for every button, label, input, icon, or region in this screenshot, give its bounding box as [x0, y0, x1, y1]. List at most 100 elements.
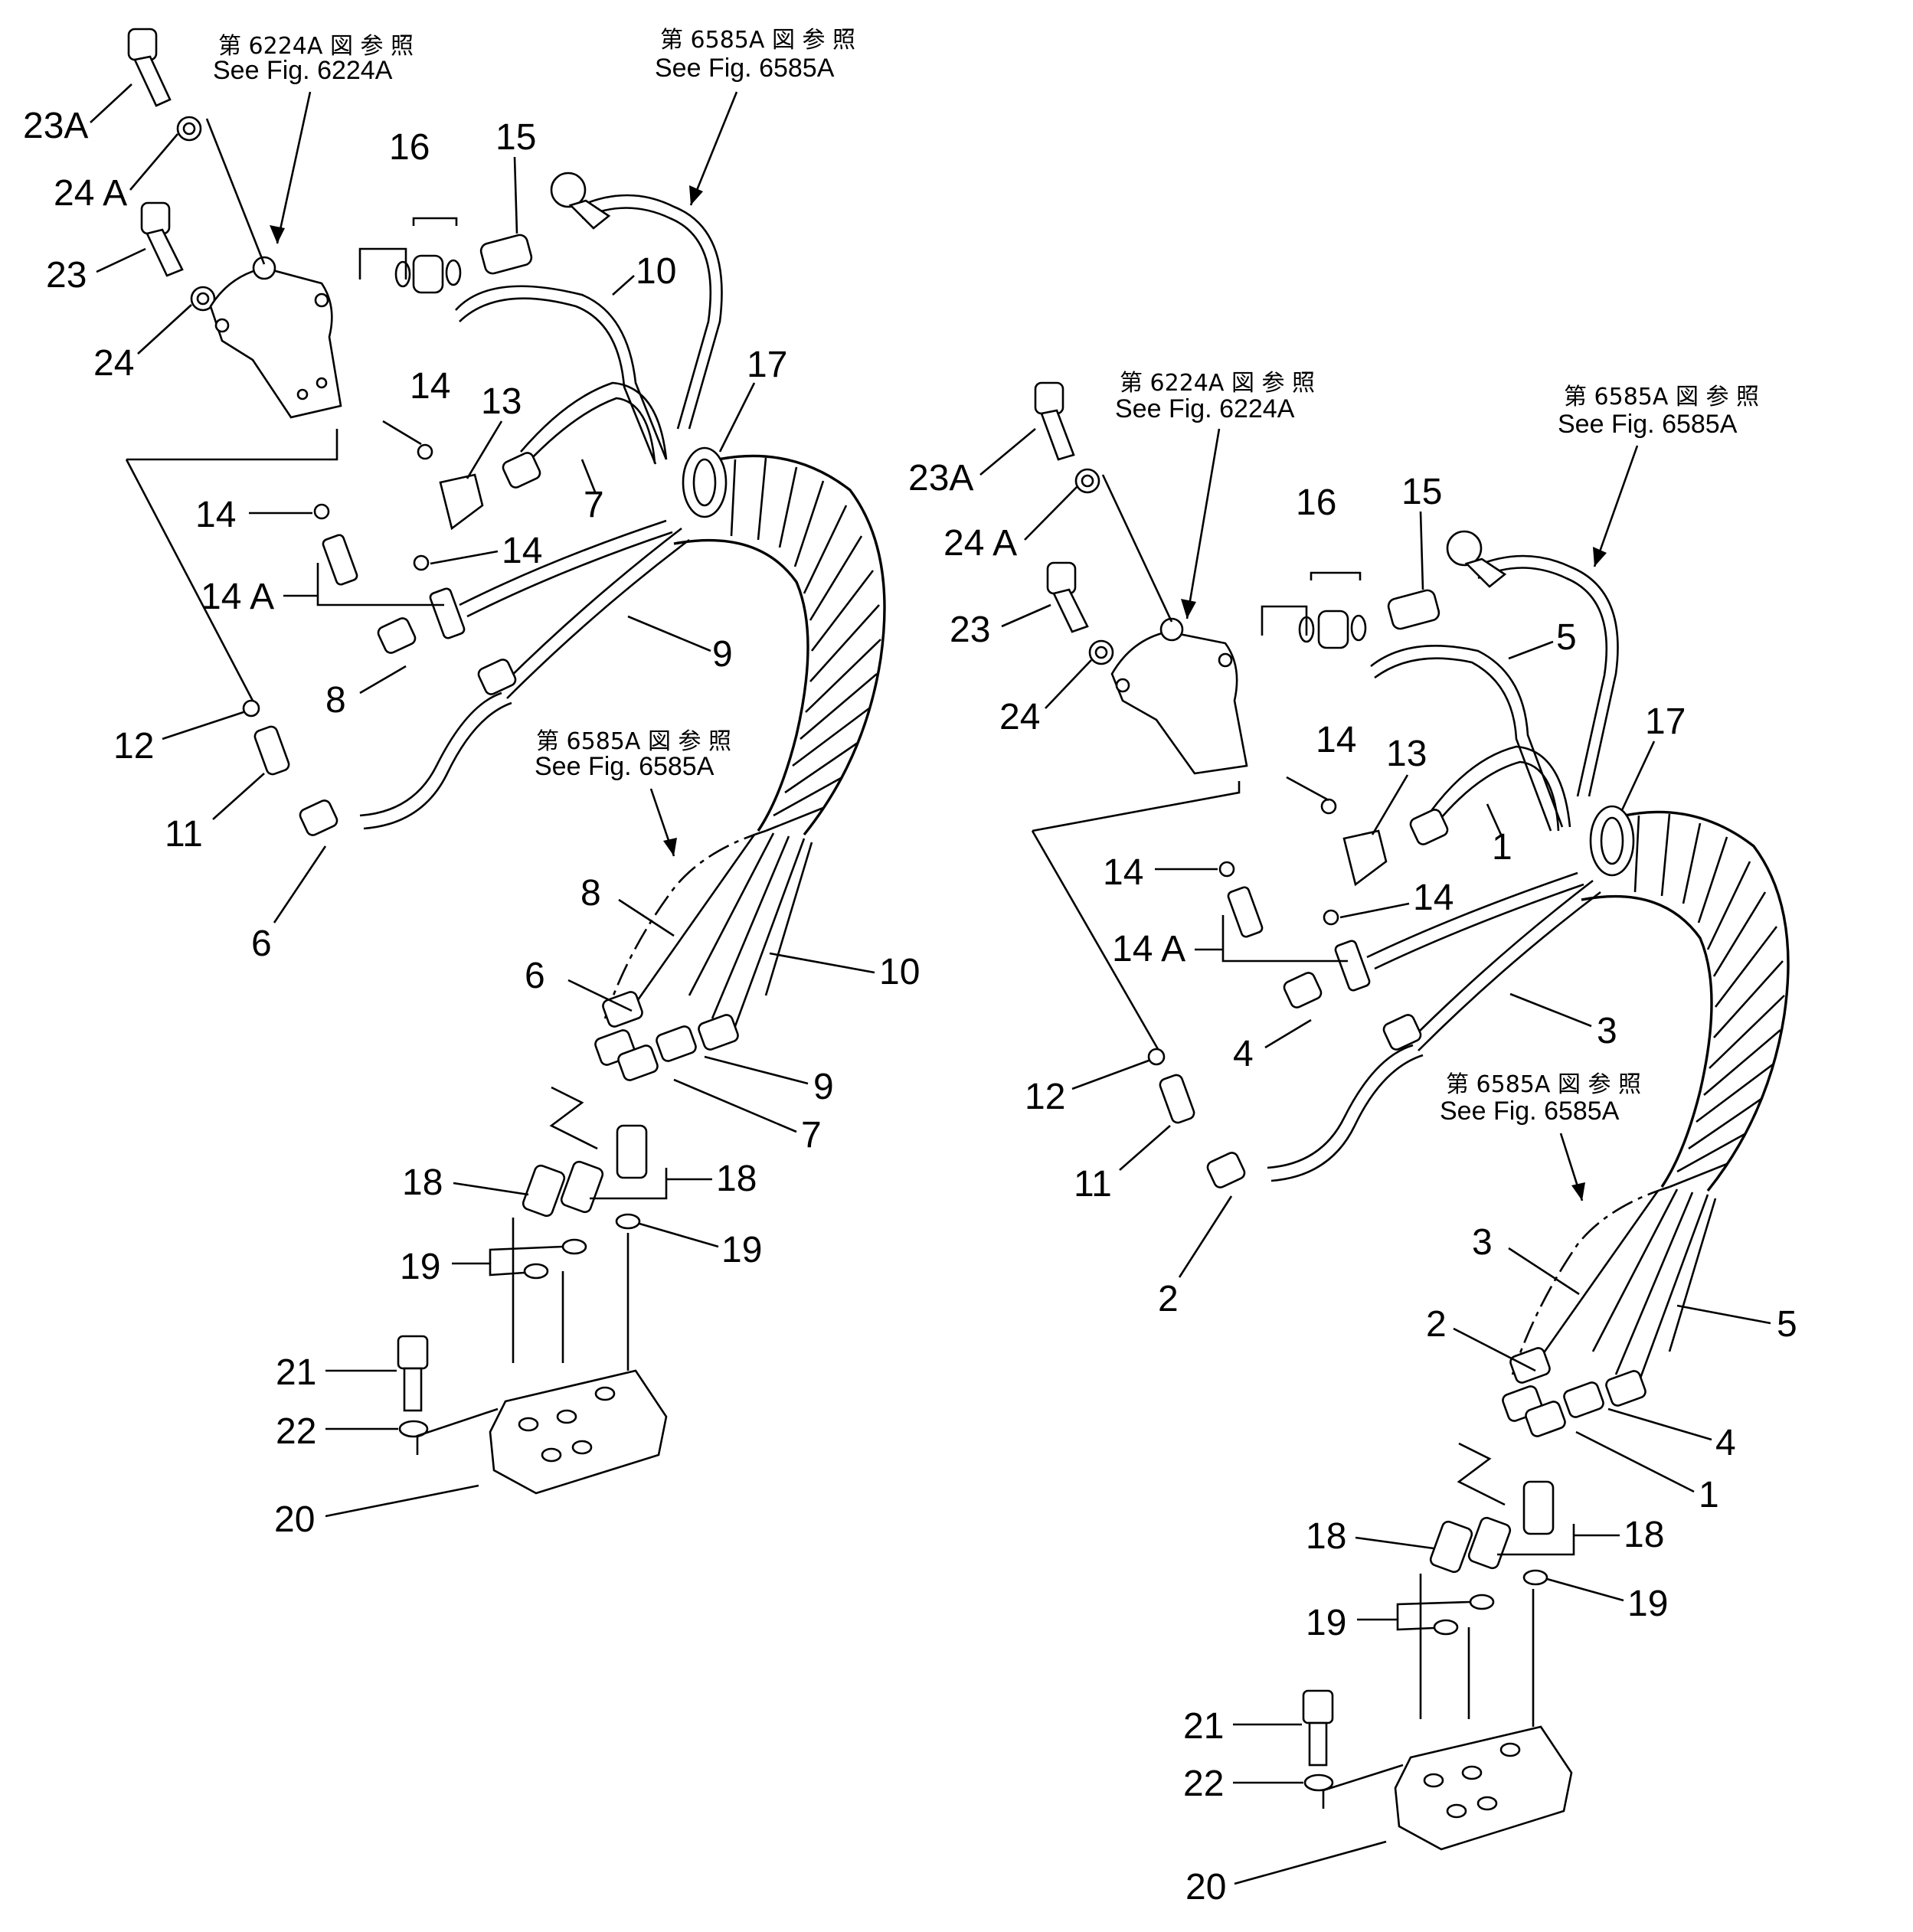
callout-22: 22 — [276, 1411, 316, 1452]
left-ref-6585a-arrow — [689, 91, 738, 206]
callout-10-bundle: 10 — [879, 952, 920, 992]
washer-24-hole — [1094, 646, 1108, 659]
spiral-guard-inner — [1581, 894, 1713, 1188]
hose-1 — [1429, 745, 1571, 828]
callout-12: 12 — [1025, 1077, 1065, 1117]
valve-top-fitting — [252, 256, 276, 280]
right-ref-6224a-en: See Fig. 6224A — [1115, 394, 1295, 423]
callout-3: 3 — [1597, 1011, 1617, 1051]
right-ref2-6585a-jp: 第 6585A 図 参 照 — [1446, 1071, 1641, 1098]
callout-23a: 23A — [908, 458, 973, 499]
callout-18-b: 18 — [1624, 1515, 1664, 1555]
arrowhead — [689, 185, 703, 205]
lead-23a-to-valve — [1101, 474, 1173, 623]
elbow-13 — [439, 473, 484, 531]
o-ring-19-b — [1469, 1594, 1495, 1610]
callout-14-c: 14 — [502, 531, 542, 571]
callout-24a: 24 A — [54, 173, 127, 214]
hose-8-b — [466, 531, 673, 618]
hose-5-upper-b — [1374, 657, 1552, 832]
o-ring-14-b — [1218, 861, 1235, 878]
callout-15: 15 — [1401, 472, 1442, 512]
callout-13: 13 — [1386, 734, 1427, 774]
bolt-head-23a — [1034, 381, 1064, 415]
left-ref-6585a-en: See Fig. 6585A — [655, 54, 835, 83]
callout-19-a: 19 — [400, 1247, 440, 1287]
bundle-hose-c — [1637, 1194, 1709, 1383]
port — [556, 1409, 577, 1424]
callout-22: 22 — [1183, 1764, 1224, 1804]
washer-22 — [398, 1420, 429, 1438]
callout-18-a: 18 — [1306, 1516, 1346, 1557]
hose-top-arc — [1473, 554, 1619, 797]
left-ref-6224a-jp: 第 6224A 図 参 照 — [218, 33, 414, 60]
bracket-bundle-to-18 — [1457, 1442, 1506, 1506]
left-valve-body — [209, 266, 342, 419]
hose-6 — [359, 691, 502, 817]
o-ring-14-a — [1320, 798, 1337, 815]
bracket-16-top — [1310, 571, 1362, 580]
bundle-hose-a — [688, 832, 775, 996]
callout-19-a: 19 — [1306, 1603, 1346, 1643]
elbow-fitting-18-a — [1429, 1520, 1473, 1574]
fitting-8 — [377, 617, 417, 654]
callout-13: 13 — [481, 381, 522, 422]
port — [541, 1447, 562, 1463]
arrowhead — [1593, 547, 1607, 567]
right-ref-6224a-jp: 第 6224A 図 参 照 — [1120, 370, 1315, 397]
callout-2-bundle: 2 — [1426, 1304, 1447, 1345]
o-ring-19-c — [615, 1213, 641, 1230]
hose-9-b — [506, 538, 690, 699]
fitting — [1409, 809, 1449, 845]
lead-23a-to-valve — [205, 118, 266, 265]
fitting — [698, 1014, 739, 1051]
o-ring-16-b — [1350, 614, 1367, 642]
left-ref-6585a-jp: 第 6585A 図 参 照 — [660, 27, 855, 54]
spiral-guard-inner — [673, 538, 809, 832]
banjo-fitting-top — [1446, 530, 1483, 567]
fitting — [1525, 1401, 1566, 1437]
fitting — [602, 991, 643, 1028]
adapter-11 — [1159, 1074, 1195, 1124]
lead-to-12 — [125, 459, 254, 701]
bolt-shank-23 — [1052, 588, 1089, 633]
bracket-21-to-20 — [1322, 1764, 1404, 1809]
spiral-guard-rings — [730, 457, 881, 832]
spiral-guard-outer — [688, 454, 886, 836]
callout-24a: 24 A — [943, 523, 1017, 564]
hose-10-upper — [455, 285, 668, 460]
o-ring-16-a — [394, 260, 411, 288]
left-ref2-6585a-en: See Fig. 6585A — [535, 752, 715, 781]
fitting-6 — [299, 799, 338, 836]
port — [594, 1386, 616, 1401]
bundle-hose-c — [734, 838, 806, 1027]
callout-17: 17 — [1645, 701, 1686, 742]
bolt-hole — [1115, 678, 1130, 693]
o-ring-19-b — [561, 1238, 587, 1255]
o-ring-19-c — [1522, 1569, 1548, 1586]
o-ring-14-c — [413, 554, 430, 571]
bundle-outline — [603, 829, 767, 1019]
callout-23: 23 — [950, 610, 990, 650]
bolt-hole — [314, 293, 329, 308]
callout-20: 20 — [1185, 1867, 1226, 1907]
port — [1423, 1773, 1444, 1788]
right-ref-6585a-jp: 第 6585A 図 参 照 — [1564, 384, 1759, 410]
clamp-17-inner — [1600, 816, 1624, 865]
valve-top-fitting — [1159, 617, 1184, 642]
callout-9: 9 — [712, 634, 733, 675]
lead-to-12 — [1031, 830, 1159, 1050]
hose-4 — [1366, 871, 1578, 959]
left-ref-6224a-arrow — [276, 91, 312, 244]
left-callouts: 23A 24 A 23 24 16 15 10 17 14 13 7 14 14… — [23, 83, 920, 1540]
callout-23: 23 — [46, 255, 87, 296]
bracket-14a — [316, 563, 444, 606]
callout-4-bundle: 4 — [1715, 1423, 1736, 1463]
hose-4-b — [1374, 883, 1584, 970]
callout-5-bundle: 5 — [1777, 1304, 1797, 1345]
port — [1461, 1765, 1483, 1780]
bundle-hose-e — [634, 834, 756, 1004]
callout-15: 15 — [495, 117, 536, 158]
hose-9 — [497, 527, 682, 690]
